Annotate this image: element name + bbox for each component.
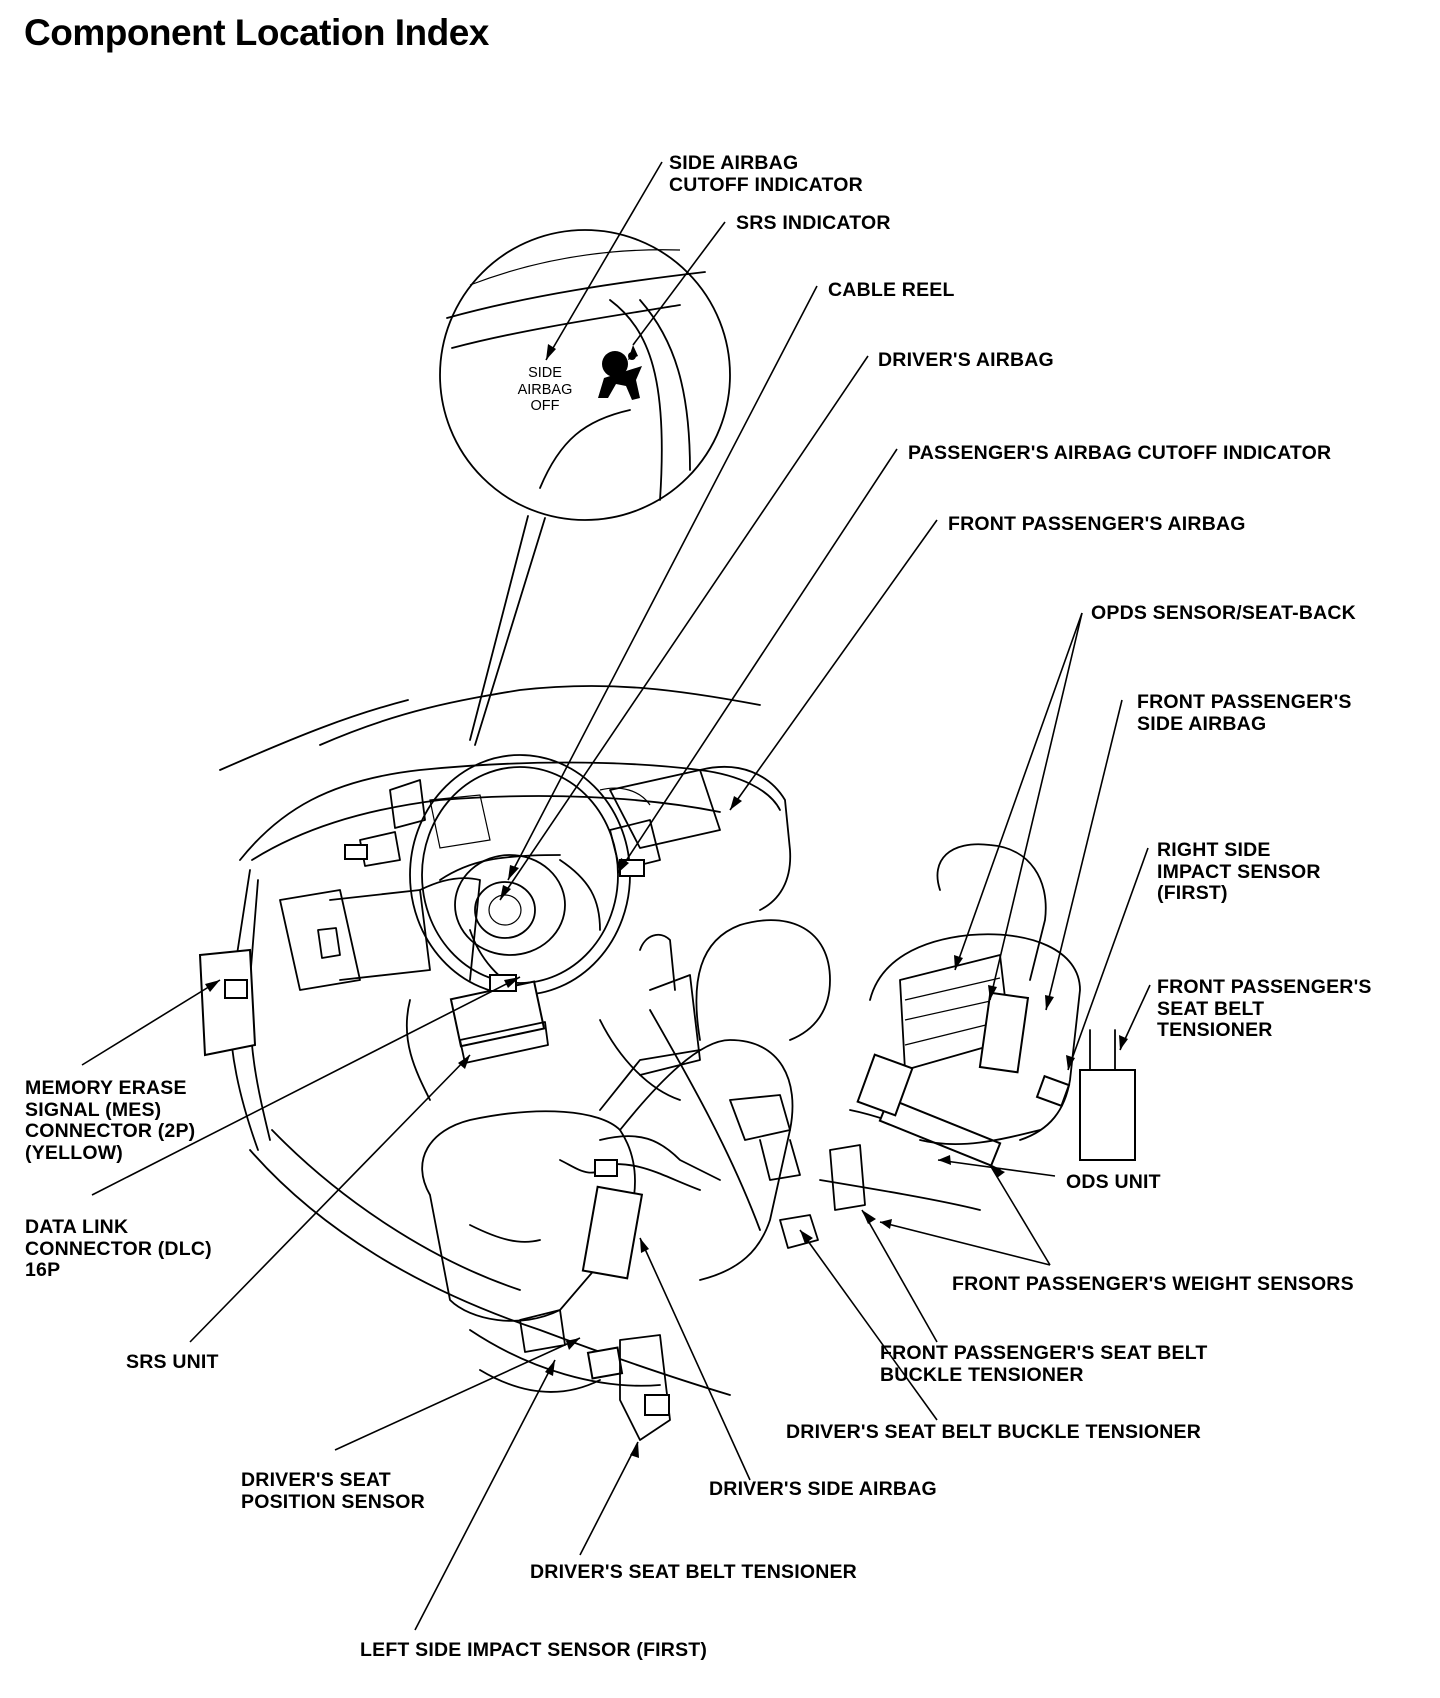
- dashboard-drawing: [219, 685, 792, 1396]
- label-front-passengers-side-airbag: FRONT PASSENGER'S SIDE AIRBAG: [1137, 691, 1352, 735]
- label-drivers-seat-position-sensor: DRIVER'S SEAT POSITION SENSOR: [241, 1469, 425, 1513]
- label-front-passengers-buckle-tensioner: FRONT PASSENGER'S SEAT BELT BUCKLE TENSI…: [880, 1342, 1208, 1386]
- steering-wheel: [409, 754, 631, 996]
- leader-lines: [81, 161, 1151, 1631]
- label-cable-reel: CABLE REEL: [828, 279, 955, 301]
- label-front-passengers-seat-belt-tensioner: FRONT PASSENGER'S SEAT BELT TENSIONER: [1157, 976, 1372, 1041]
- center-console: [449, 769, 721, 1101]
- label-dlc: DATA LINK CONNECTOR (DLC) 16P: [25, 1216, 212, 1281]
- label-drivers-seat-belt-tensioner: DRIVER'S SEAT BELT TENSIONER: [530, 1561, 857, 1583]
- label-drivers-airbag: DRIVER'S AIRBAG: [878, 349, 1054, 371]
- label-right-side-impact-sensor: RIGHT SIDE IMPACT SENSOR (FIRST): [1157, 839, 1321, 904]
- inset-magnifier: [439, 229, 731, 746]
- label-opds-sensor: OPDS SENSOR/SEAT-BACK: [1091, 602, 1356, 624]
- label-drivers-buckle-tensioner: DRIVER'S SEAT BELT BUCKLE TENSIONER: [786, 1421, 1202, 1443]
- label-side-airbag-cutoff-indicator: SIDE AIRBAG CUTOFF INDICATOR: [669, 152, 863, 196]
- label-srs-unit: SRS UNIT: [126, 1351, 219, 1373]
- label-front-passengers-weight-sensors: FRONT PASSENGER'S WEIGHT SENSORS: [952, 1273, 1354, 1295]
- label-drivers-side-airbag: DRIVER'S SIDE AIRBAG: [709, 1478, 937, 1500]
- drivers-seat: [421, 919, 831, 1387]
- wiring-harness: [469, 1094, 866, 1441]
- label-front-passengers-airbag: FRONT PASSENGER'S AIRBAG: [948, 513, 1246, 535]
- label-mes-connector: MEMORY ERASE SIGNAL (MES) CONNECTOR (2P)…: [25, 1077, 196, 1164]
- label-passengers-airbag-cutoff-indicator: PASSENGER'S AIRBAG CUTOFF INDICATOR: [908, 442, 1332, 464]
- leader-arrowheads: [205, 344, 1128, 1458]
- srs-indicator-icon: [598, 351, 642, 400]
- passengers-seat: [819, 843, 1136, 1211]
- label-srs-indicator: SRS INDICATOR: [736, 212, 891, 234]
- side-airbag-off-indicator-text: SIDE AIRBAG OFF: [517, 365, 573, 414]
- label-ods-unit: ODS UNIT: [1066, 1171, 1161, 1193]
- page-title: Component Location Index: [24, 12, 489, 53]
- label-left-side-impact-sensor: LEFT SIDE IMPACT SENSOR (FIRST): [360, 1639, 708, 1661]
- left-kick-panel: [198, 844, 645, 1057]
